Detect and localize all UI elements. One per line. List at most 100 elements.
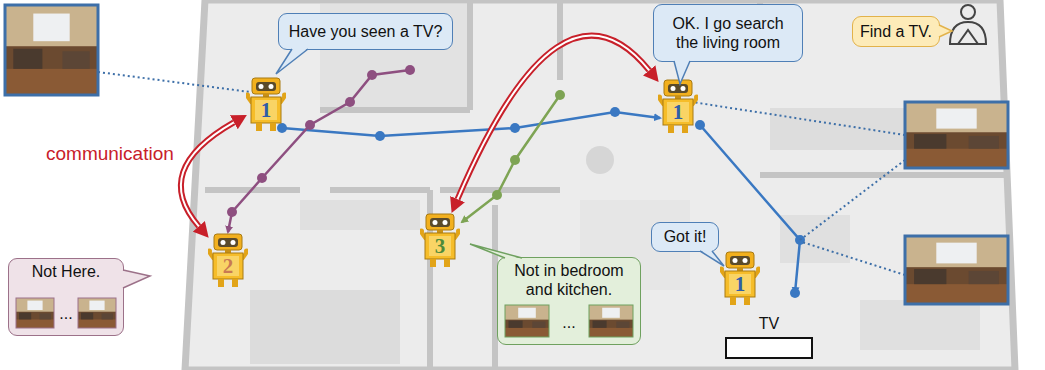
bubble-text: Not in bedroom and kitchen. — [504, 261, 634, 299]
robot-body — [214, 234, 242, 250]
edge-label: communication — [46, 143, 174, 165]
ellipsis-text: ... — [498, 313, 640, 332]
arrow-outline — [458, 36, 650, 200]
robot-body — [730, 256, 750, 265]
robot-body — [730, 297, 736, 305]
leader-lines — [98, 72, 250, 92]
robot-body — [756, 267, 760, 272]
robot-body — [208, 249, 212, 254]
floor — [300, 200, 420, 230]
arrow-outline — [181, 122, 234, 226]
person-icon — [950, 22, 986, 44]
robot-body — [213, 253, 243, 279]
robot-body — [726, 252, 754, 268]
view-photo — [905, 102, 1008, 168]
bubble-tail — [674, 60, 690, 84]
walls — [760, 172, 1005, 178]
trajectory-purple — [367, 70, 377, 80]
view-photo — [906, 237, 1007, 303]
robot-body — [743, 258, 748, 263]
robot-body — [269, 84, 274, 89]
robot-body — [218, 279, 224, 287]
robot-body — [256, 123, 262, 131]
robot-body — [682, 125, 688, 133]
robot-body — [270, 123, 276, 131]
bubble-text: Not Here. — [32, 262, 100, 281]
view-photo — [906, 103, 1007, 167]
robot-body — [251, 97, 281, 123]
robot-body — [256, 82, 276, 91]
trajectory-blue — [375, 131, 385, 141]
speech-bubble: OK. I go search the living room — [653, 4, 803, 62]
robot-body — [671, 86, 676, 91]
bubble-tail — [276, 49, 308, 74]
speech-bubble: Have you seen a TV? — [278, 13, 453, 50]
bubble-tail — [470, 244, 522, 258]
observation-thumbnail — [589, 305, 633, 337]
robot-body — [231, 240, 236, 245]
robot-body — [426, 214, 454, 230]
arrow-inner — [181, 122, 234, 226]
robot-number: 1 — [663, 99, 693, 125]
trajectory-green — [555, 90, 565, 100]
robot-body — [444, 259, 450, 267]
robot-agent: 1 — [246, 76, 286, 132]
speech-bubble: Find a TV. — [852, 16, 940, 47]
ellipsis-text: ... — [9, 304, 123, 323]
observation-thumbnail — [505, 305, 549, 337]
observation-thumbnail — [505, 305, 549, 337]
robot-body — [425, 233, 455, 259]
robot-body — [443, 220, 448, 225]
robot-body — [733, 258, 738, 263]
robot-number: 1 — [725, 271, 755, 297]
bubble-tail — [674, 61, 690, 84]
robot-body — [668, 84, 688, 93]
robot-body — [420, 229, 424, 234]
view-photo — [5, 5, 98, 95]
communication-arrow — [181, 122, 234, 226]
speech-bubble: Not in bedroom and kitchen.... — [497, 257, 641, 345]
trajectory-purple — [227, 207, 237, 217]
bubble-tail — [939, 25, 952, 37]
trajectory-blue — [282, 112, 660, 136]
robot-number: 1 — [251, 97, 281, 123]
floor — [250, 290, 400, 364]
robot-number: 3 — [425, 233, 455, 259]
observation-thumbnail — [589, 305, 633, 337]
bubble-tail — [700, 250, 724, 266]
trajectory-blue — [700, 125, 800, 293]
robot-body — [430, 259, 436, 267]
robot-agent: 1 — [720, 250, 760, 306]
floor — [586, 146, 614, 174]
trajectory-green — [492, 190, 502, 200]
robot-agent: 1 — [658, 78, 698, 134]
bubble-text: OK. I go search the living room — [660, 14, 796, 52]
trajectory-green — [462, 95, 560, 222]
trajectory-blue — [277, 123, 287, 133]
robot-body — [246, 93, 250, 98]
trajectory-purple — [345, 97, 355, 107]
bubble-tail — [123, 270, 150, 288]
leader-lines — [98, 72, 905, 275]
observation-thumbnail — [78, 298, 116, 328]
person-icon — [958, 30, 978, 44]
tv-box: TV — [725, 337, 813, 359]
trajectory-blue — [510, 123, 520, 133]
observation-thumbnail — [78, 298, 116, 328]
robot-body — [252, 78, 280, 94]
leader-lines — [692, 102, 905, 135]
speech-bubble: Got it! — [651, 222, 719, 252]
trajectory-blue — [790, 288, 800, 298]
floor — [185, 0, 1015, 370]
view-photo — [6, 6, 97, 94]
trajectory-green — [510, 155, 520, 165]
robot-body — [694, 95, 698, 100]
trajectory-blue — [610, 107, 620, 117]
robot-agent: 3 — [420, 212, 460, 268]
robot-body — [725, 271, 755, 297]
bubble-tail — [122, 25, 952, 288]
walls — [557, 0, 563, 80]
robot-body — [282, 93, 286, 98]
robot-body — [244, 249, 248, 254]
robot-body — [658, 95, 662, 100]
